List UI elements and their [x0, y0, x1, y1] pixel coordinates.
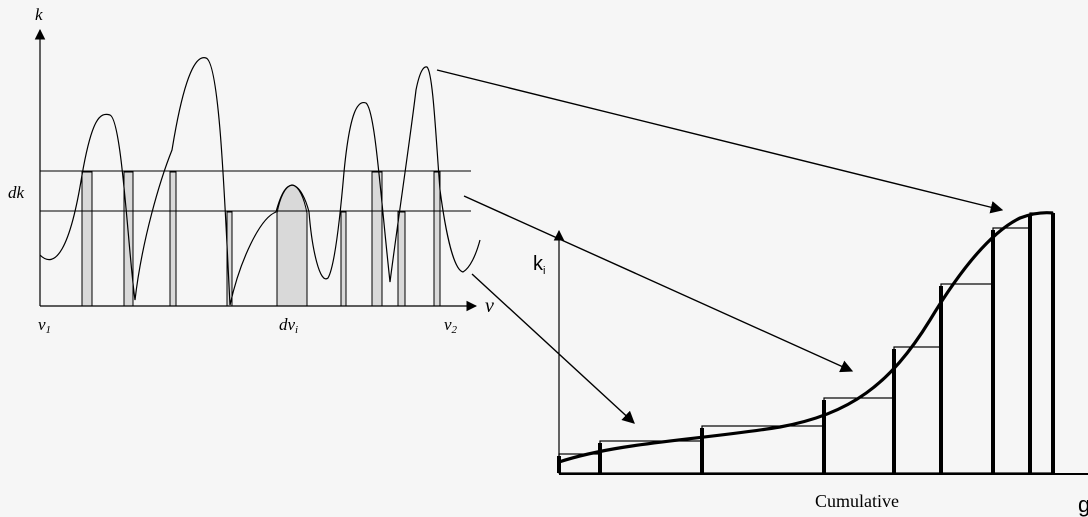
dnu-symbol: dν [279, 315, 296, 334]
dnu-label: dνi [279, 315, 298, 336]
left-spectrum-plot: k ν dk ν1 dνi ν2 [8, 5, 494, 336]
mapping-arrows [436, 69, 1004, 424]
right-x-axis-label: Cumulative [815, 491, 899, 511]
arrow-mid-to-middle [463, 195, 854, 373]
right-cumulative-plot: ki Cumulative g [533, 211, 1088, 517]
left-x-axis-label: ν [485, 295, 494, 317]
shaded-intervals [81, 171, 441, 307]
shaded-interval [433, 171, 441, 307]
shaded-interval [340, 211, 347, 307]
right-x-axis-trailing-label: g [1078, 492, 1088, 517]
shaded-interval-peak [276, 184, 308, 307]
right-y-axis-label: ki [533, 253, 545, 277]
nu2-symbol: ν [444, 315, 452, 334]
nu2-label: ν2 [444, 315, 458, 336]
step-box [893, 346, 942, 474]
ki-subscript: i [543, 265, 545, 277]
shaded-interval [169, 171, 177, 307]
nu1-symbol: ν [38, 315, 46, 334]
nu1-subscript: 1 [46, 324, 52, 336]
arrow-peak-to-top [436, 69, 1004, 214]
shaded-interval [397, 211, 406, 307]
ki-symbol: k [533, 253, 544, 275]
step-box [992, 227, 1031, 474]
step-box [701, 425, 825, 474]
dk-label: dk [8, 183, 25, 202]
step-box [1029, 212, 1054, 474]
shaded-interval [81, 171, 93, 307]
nu2-subscript: 2 [452, 324, 458, 336]
arrow-low-to-bottom [471, 273, 635, 424]
step-box [940, 283, 994, 474]
nu1-label: ν1 [38, 315, 51, 336]
cumulative-k-curve [558, 211, 1054, 464]
absorption-spectrum-curve [39, 57, 481, 306]
left-y-axis-label: k [35, 5, 43, 24]
step-box [599, 440, 703, 474]
dnu-subscript: i [295, 324, 298, 336]
